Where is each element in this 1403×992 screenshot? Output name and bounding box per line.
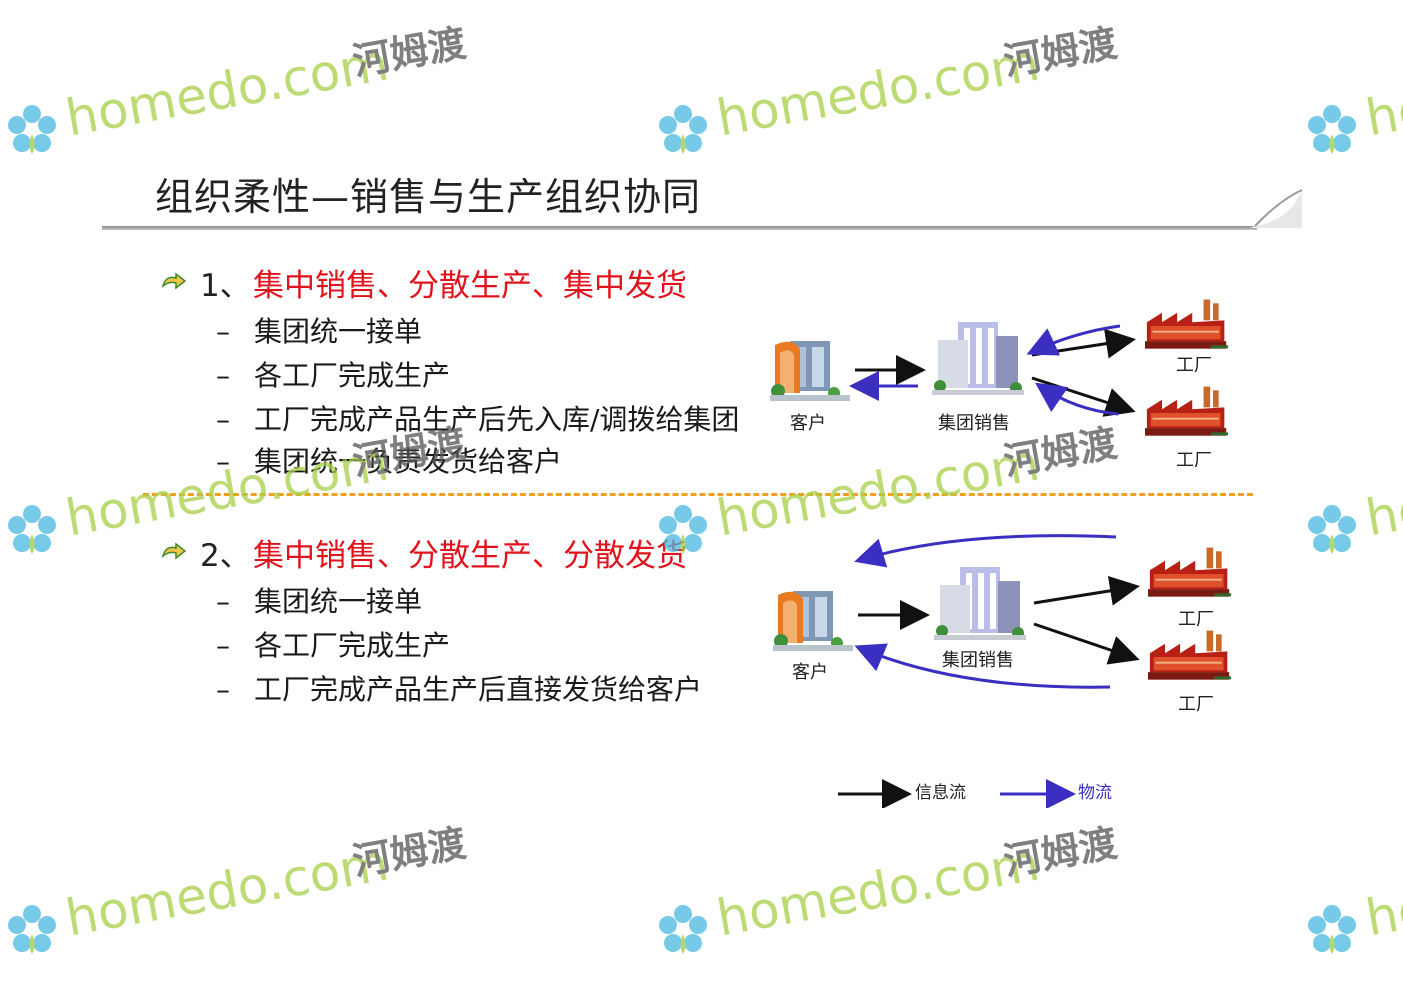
watermark-logo: homedo.com 河姆渡 bbox=[8, 21, 469, 154]
section-divider bbox=[143, 493, 1253, 496]
list-item: –各工厂完成生产 bbox=[216, 629, 451, 662]
list-item: –集团统一负责发货给客户 bbox=[216, 445, 563, 478]
info-flow-arrow bbox=[1033, 622, 1140, 665]
svg-text:homedo.com: homedo.com bbox=[62, 834, 393, 948]
logistics-arrow bbox=[1035, 382, 1119, 416]
customer-label: 客户 bbox=[792, 662, 828, 683]
factory-icon bbox=[1145, 385, 1230, 438]
info-flow-arrow bbox=[1033, 575, 1140, 606]
section1-title: 集中销售、分散生产、集中发货 bbox=[253, 268, 687, 304]
svg-text:河姆渡: 河姆渡 bbox=[1000, 21, 1120, 84]
svg-text:homedo.com: homedo.com bbox=[713, 834, 1044, 948]
factory-label: 工厂 bbox=[1176, 450, 1212, 471]
section2-number: 2、 bbox=[200, 538, 251, 574]
page-curl-decoration bbox=[1250, 150, 1303, 228]
list-item: –工厂完成产品生产后先入库/调拨给集团 bbox=[216, 403, 740, 436]
flow-diagrams: 客户 集团销售 工厂 工厂 客户 集团销售 工厂 工厂 bbox=[770, 298, 1233, 715]
logistics-arrow bbox=[1026, 324, 1121, 356]
factory-label: 工厂 bbox=[1178, 609, 1214, 630]
list-item: –集团统一接单 bbox=[216, 585, 423, 618]
customer-label: 客户 bbox=[790, 413, 826, 434]
watermark-logo: homedo.com bbox=[1308, 34, 1403, 154]
factory-icon bbox=[1148, 629, 1233, 682]
svg-text:河姆渡: 河姆渡 bbox=[1000, 821, 1120, 884]
legend-logistics-label: 物流 bbox=[1078, 783, 1112, 803]
bullet-arrow-icon bbox=[161, 542, 187, 560]
customer-building-icon bbox=[773, 591, 853, 651]
section2-title: 集中销售、分散生产、分散发货 bbox=[253, 538, 687, 574]
group-sales-label: 集团销售 bbox=[942, 650, 1014, 671]
svg-text:河姆渡: 河姆渡 bbox=[349, 21, 469, 84]
svg-text:homedo.com: homedo.com bbox=[1362, 834, 1403, 948]
svg-text:homedo.com: homedo.com bbox=[1362, 34, 1403, 148]
list-item: –各工厂完成生产 bbox=[216, 359, 451, 392]
logistics-arrow bbox=[854, 643, 1111, 689]
bullet-arrow-icon bbox=[161, 272, 187, 290]
factory-label: 工厂 bbox=[1176, 355, 1212, 376]
factory-label: 工厂 bbox=[1178, 694, 1214, 715]
watermark-logo: homedo.com bbox=[1308, 434, 1403, 554]
watermark-logo: homedo.com 河姆渡 bbox=[659, 821, 1120, 954]
svg-text:homedo.com: homedo.com bbox=[713, 34, 1044, 148]
customer-building-icon bbox=[770, 341, 850, 401]
svg-text:homedo.com: homedo.com bbox=[1362, 434, 1403, 548]
logistics-arrow bbox=[854, 534, 1117, 568]
title-underline bbox=[102, 226, 1257, 230]
slide-title: 组织柔性—销售与生产组织协同 bbox=[155, 175, 702, 219]
svg-text:homedo.com: homedo.com bbox=[62, 34, 393, 148]
group-sales-label: 集团销售 bbox=[938, 413, 1010, 434]
list-item: –集团统一接单 bbox=[216, 315, 423, 348]
factory-icon bbox=[1148, 546, 1233, 599]
watermark-logo: homedo.com 河姆渡 bbox=[8, 821, 469, 954]
watermark-logo: homedo.com 河姆渡 bbox=[659, 21, 1120, 154]
list-item: –工厂完成产品生产后直接发货给客户 bbox=[216, 673, 703, 706]
diagram-centralized-shipping: 客户 集团销售 工厂 工厂 bbox=[770, 298, 1230, 471]
group-sales-building-icon bbox=[932, 322, 1024, 395]
legend: 信息流 物流 bbox=[838, 779, 1112, 808]
watermark-logo: homedo.com bbox=[1308, 834, 1403, 954]
factory-icon bbox=[1145, 298, 1230, 351]
section1-number: 1、 bbox=[200, 268, 251, 304]
info-flow-arrow bbox=[1031, 328, 1136, 359]
group-sales-building-icon bbox=[934, 567, 1026, 640]
svg-text:河姆渡: 河姆渡 bbox=[349, 821, 469, 884]
diagram-distributed-shipping: 客户 集团销售 工厂 工厂 bbox=[773, 534, 1233, 715]
legend-info-label: 信息流 bbox=[915, 783, 966, 803]
